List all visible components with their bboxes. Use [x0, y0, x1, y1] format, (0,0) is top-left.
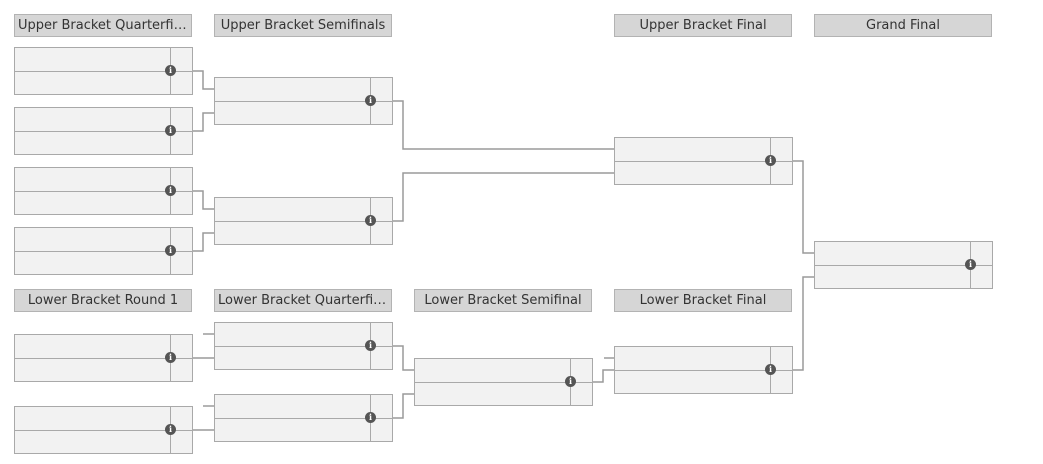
- match-divider: [215, 101, 392, 102]
- info-icon[interactable]: i: [165, 424, 176, 435]
- match-lower-semifinal[interactable]: i: [414, 358, 593, 406]
- match-upper-qf-4[interactable]: i: [14, 227, 193, 275]
- round-header-lower-semifinal: Lower Bracket Semifinal: [414, 289, 592, 312]
- connector-line: [193, 232, 214, 252]
- info-icon[interactable]: i: [765, 155, 776, 166]
- connector-line: [193, 190, 214, 210]
- info-icon[interactable]: i: [165, 125, 176, 136]
- connector-line: [793, 276, 814, 371]
- match-divider: [15, 71, 192, 72]
- match-divider: [615, 161, 792, 162]
- round-header-upper-quarterfinals: Upper Bracket Quarterfinals: [14, 14, 192, 37]
- connector-line: [793, 160, 814, 254]
- info-icon[interactable]: i: [365, 340, 376, 351]
- info-icon[interactable]: i: [365, 95, 376, 106]
- match-divider: [15, 191, 192, 192]
- match-divider: [415, 382, 592, 383]
- info-icon[interactable]: i: [165, 65, 176, 76]
- info-icon[interactable]: i: [565, 376, 576, 387]
- connector-line: [193, 70, 214, 90]
- info-icon[interactable]: i: [165, 245, 176, 256]
- connector-line: [393, 172, 614, 222]
- match-divider: [615, 370, 792, 371]
- match-divider: [15, 131, 192, 132]
- info-icon[interactable]: i: [165, 185, 176, 196]
- round-header-upper-semifinals: Upper Bracket Semifinals: [214, 14, 392, 37]
- match-grand-final[interactable]: i: [814, 241, 993, 289]
- match-upper-sf-2[interactable]: i: [214, 197, 393, 245]
- info-icon[interactable]: i: [365, 215, 376, 226]
- match-lower-final[interactable]: i: [614, 346, 793, 394]
- round-header-grand-final: Grand Final: [814, 14, 992, 37]
- match-upper-sf-1[interactable]: i: [214, 77, 393, 125]
- round-header-lower-quarterfinals: Lower Bracket Quarterfinals: [214, 289, 392, 312]
- connector-line: [393, 100, 614, 150]
- match-lower-qf-2[interactable]: i: [214, 394, 393, 442]
- connector-line: [393, 393, 414, 419]
- match-divider: [15, 430, 192, 431]
- info-icon[interactable]: i: [765, 364, 776, 375]
- match-lower-qf-1[interactable]: i: [214, 322, 393, 370]
- match-divider: [15, 358, 192, 359]
- match-lower-r1-1[interactable]: i: [14, 334, 193, 382]
- match-upper-qf-2[interactable]: i: [14, 107, 193, 155]
- match-upper-qf-1[interactable]: i: [14, 47, 193, 95]
- info-icon[interactable]: i: [165, 352, 176, 363]
- connector-line: [393, 345, 414, 371]
- match-upper-qf-3[interactable]: i: [14, 167, 193, 215]
- match-lower-r1-2[interactable]: i: [14, 406, 193, 454]
- match-divider: [215, 221, 392, 222]
- match-divider: [15, 251, 192, 252]
- info-icon[interactable]: i: [965, 259, 976, 270]
- info-icon[interactable]: i: [365, 412, 376, 423]
- connector-line: [593, 369, 614, 383]
- match-divider: [815, 265, 992, 266]
- match-divider: [215, 346, 392, 347]
- match-divider: [215, 418, 392, 419]
- connector-line: [193, 112, 214, 132]
- match-upper-final[interactable]: i: [614, 137, 793, 185]
- round-header-lower-final: Lower Bracket Final: [614, 289, 792, 312]
- round-header-lower-round-1: Lower Bracket Round 1: [14, 289, 192, 312]
- round-header-upper-final: Upper Bracket Final: [614, 14, 792, 37]
